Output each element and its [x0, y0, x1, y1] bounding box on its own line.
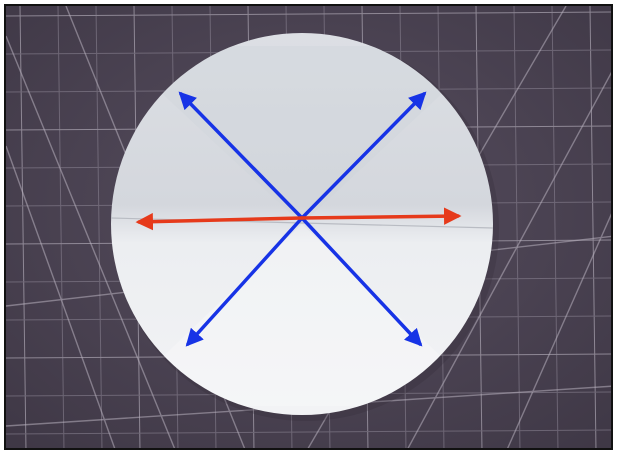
paper-circle [111, 33, 499, 421]
photo-frame [4, 4, 613, 450]
arrow-right [302, 216, 458, 218]
photo-scene [6, 6, 613, 450]
